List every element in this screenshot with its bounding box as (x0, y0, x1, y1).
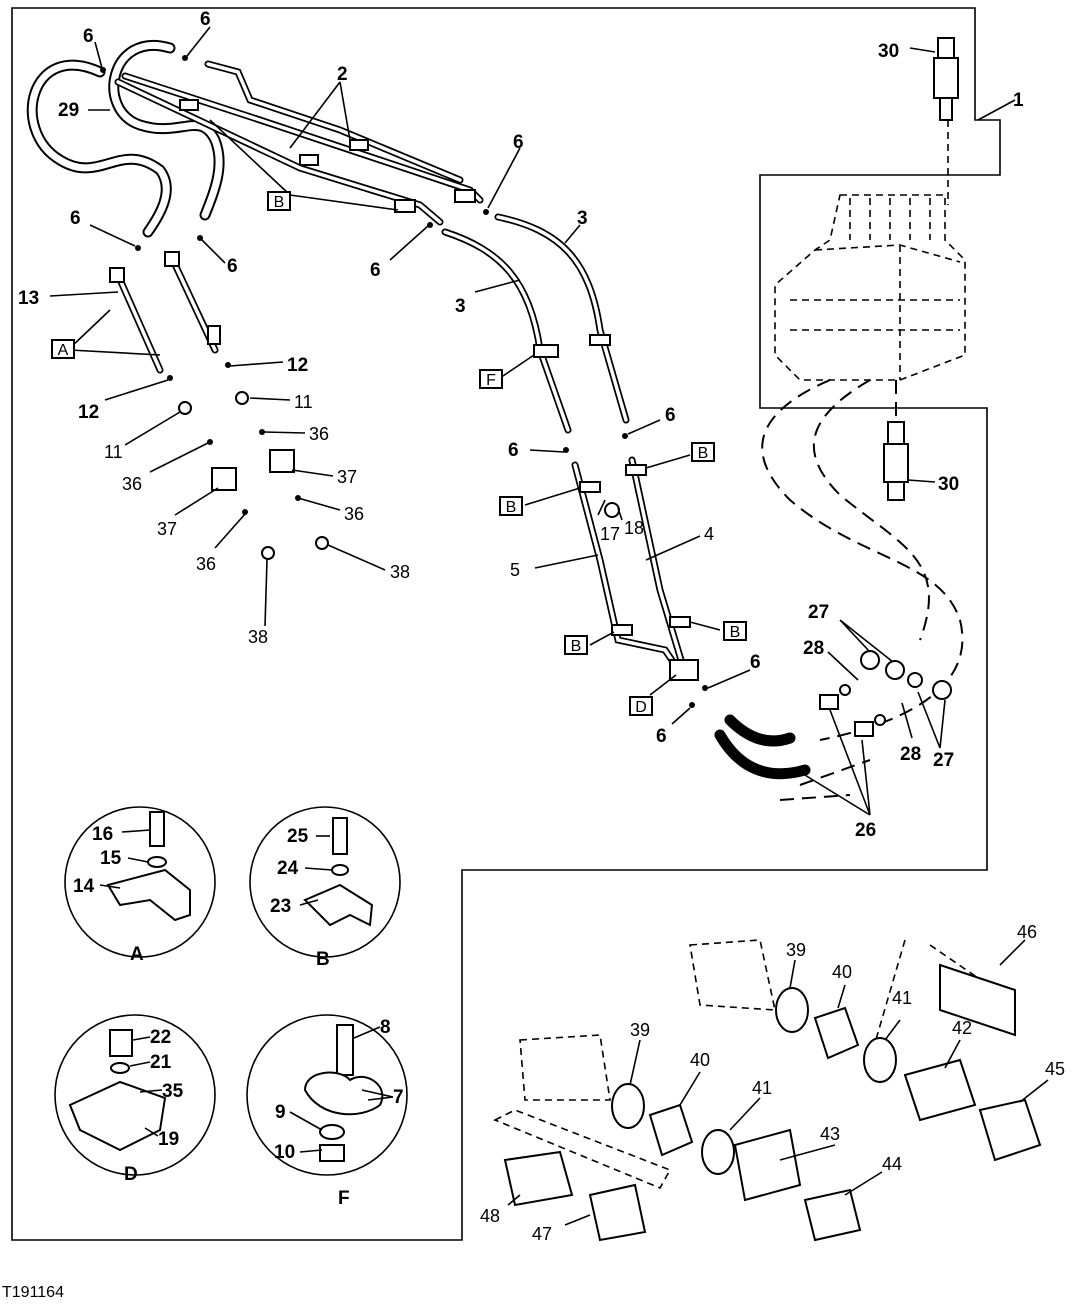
callout-5: 5 (510, 560, 520, 580)
callout-44: 44 (882, 1154, 902, 1174)
callout-6-f: 6 (513, 132, 524, 153)
callout-24: 24 (277, 858, 299, 879)
callout-6-h: 6 (508, 440, 519, 461)
detail-view-a (64, 806, 216, 958)
detail-label-b: B (316, 949, 330, 970)
callout-17: 17 (600, 524, 620, 544)
callout-28-b: 28 (900, 744, 921, 765)
callout-30-top: 30 (878, 41, 899, 62)
detail-label-d: D (124, 1164, 138, 1185)
callout-37-b: 37 (157, 519, 177, 539)
callout-36-d: 36 (196, 554, 216, 574)
callout-12-a: 12 (287, 355, 308, 376)
callout-48: 48 (480, 1206, 500, 1226)
callout-6-j: 6 (656, 726, 667, 747)
callout-6-g: 6 (665, 405, 676, 426)
callout-47: 47 (532, 1224, 552, 1244)
callout-9: 9 (275, 1102, 286, 1123)
callout-6-i: 6 (750, 652, 761, 673)
clamp-label-f: F (486, 372, 496, 389)
clamp-label-b-3: B (506, 499, 517, 516)
callout-42: 42 (952, 1018, 972, 1038)
detail-view-f (246, 1014, 408, 1176)
clamp-label-d: D (635, 699, 647, 716)
callout-28-a: 28 (803, 638, 824, 659)
clamp-label-a: A (58, 342, 69, 359)
lower-right-fittings (493, 939, 1042, 1242)
detail-view-d (54, 1014, 216, 1176)
callout-19: 19 (158, 1129, 179, 1150)
callout-25: 25 (287, 826, 309, 847)
callout-6-a: 6 (200, 9, 211, 30)
callout-13: 13 (18, 288, 39, 309)
callout-7: 7 (393, 1087, 404, 1108)
callout-14: 14 (73, 876, 95, 897)
callout-39-a: 39 (786, 940, 806, 960)
clamp-letter-boxes: B A F B B B B D (51, 191, 747, 716)
callout-6-d: 6 (227, 256, 238, 277)
callout-40-b: 40 (690, 1050, 710, 1070)
lines-3 (441, 213, 630, 434)
hose-29 (26, 40, 225, 238)
callout-3-a: 3 (577, 208, 588, 229)
callout-41-b: 41 (752, 1078, 772, 1098)
callout-16: 16 (92, 824, 113, 845)
callout-6-b: 6 (83, 26, 94, 47)
detail-view-b (249, 806, 401, 958)
sender-switch-top (933, 37, 959, 121)
callout-36-c: 36 (344, 504, 364, 524)
clamp-label-b-4: B (571, 638, 582, 655)
callout-27-b: 27 (933, 750, 954, 771)
tubes-2 (114, 60, 484, 226)
callout-37-a: 37 (337, 467, 357, 487)
callout-40-a: 40 (832, 962, 852, 982)
callout-46: 46 (1017, 922, 1037, 942)
tubes-4-5 (571, 456, 699, 681)
callout-22: 22 (150, 1027, 171, 1048)
callout-3-b: 3 (455, 296, 466, 317)
callout-43: 43 (820, 1124, 840, 1144)
callout-11-a: 11 (294, 392, 313, 412)
figure-id: T191164 (2, 1284, 64, 1301)
callout-4: 4 (704, 524, 714, 544)
callout-30-bottom: 30 (938, 474, 959, 495)
diagram-frame (11, 7, 1001, 1241)
detail-label-a: A (130, 944, 144, 965)
callout-1: 1 (1013, 90, 1024, 111)
sender-switch-bottom (883, 421, 909, 501)
callout-18: 18 (624, 518, 644, 538)
callouts: 1 30 30 2 6 6 29 6 6 6 6 3 3 13 12 12 11… (18, 9, 1065, 1244)
callout-2: 2 (337, 64, 348, 85)
detail-label-f: F (338, 1188, 350, 1209)
callout-38-a: 38 (390, 562, 410, 582)
callout-45: 45 (1045, 1059, 1065, 1079)
callout-21: 21 (150, 1052, 172, 1073)
leader-lines (49, 26, 1049, 1226)
callout-27-a: 27 (808, 602, 829, 623)
callout-39-b: 39 (630, 1020, 650, 1040)
callout-8: 8 (380, 1017, 391, 1038)
wiring-harness-outline (761, 379, 964, 741)
callout-23: 23 (270, 896, 291, 917)
callout-6-c: 6 (70, 208, 81, 229)
o-ring-dots (100, 55, 708, 708)
callout-6-e: 6 (370, 260, 381, 281)
callout-26: 26 (855, 820, 876, 841)
callout-36-b: 36 (122, 474, 142, 494)
callout-38-b: 38 (248, 627, 268, 647)
control-valve (774, 120, 966, 381)
clamp-label-b-1: B (274, 194, 285, 211)
callout-41-a: 41 (892, 988, 912, 1008)
callout-10: 10 (274, 1142, 295, 1163)
callout-36-a: 36 (309, 424, 329, 444)
callout-29: 29 (58, 100, 79, 121)
clamp-label-b-5: B (730, 624, 741, 641)
hoses-26 (714, 650, 952, 780)
callout-35: 35 (162, 1081, 184, 1102)
callout-11-b: 11 (104, 442, 123, 462)
clamp-label-b-2: B (698, 445, 709, 462)
callout-15: 15 (100, 848, 122, 869)
callout-12-b: 12 (78, 402, 99, 423)
